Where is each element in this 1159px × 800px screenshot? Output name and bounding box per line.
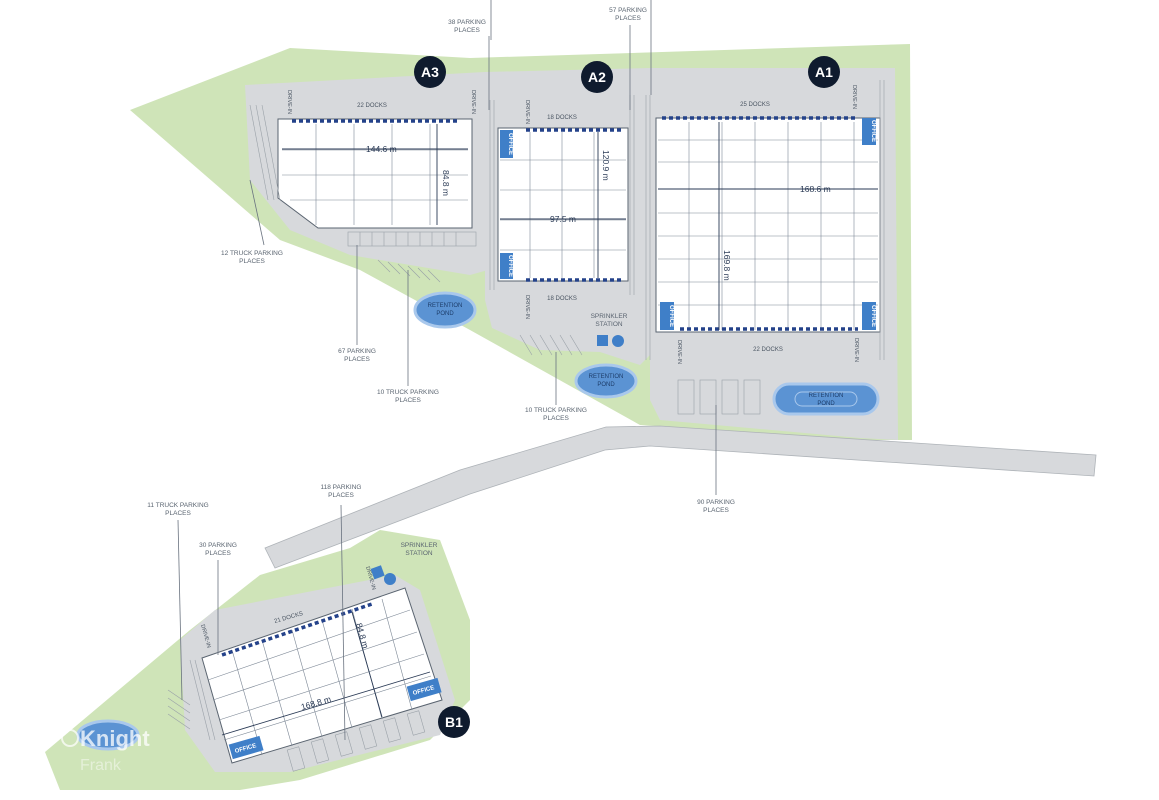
office-a1-sw-label: OFFICE [668, 305, 674, 327]
callout-11-truck: 11 TRUCK PARKING [147, 502, 208, 509]
callout-118-parking: 118 PARKING [321, 484, 362, 491]
docks-label-a2-north: 18 DOCKS [547, 115, 577, 121]
length-a1: 168.6 m [800, 184, 831, 194]
drive-in-a1-se: DRIVE-IN [853, 338, 859, 362]
office-a1-north [862, 118, 876, 145]
drive-in-a3-left: DRIVE-IN [286, 90, 292, 114]
building-b1: OFFICE OFFICE 21 DOCKS 168.8 m 84.8 m DR… [199, 566, 443, 764]
building-a1: OFFICE OFFICE OFFICE 25 DOCKS 22 DOCKS 1… [655, 85, 881, 364]
badge-b1: B1 [438, 706, 470, 738]
callout-90-parking-2: PLACES [703, 507, 729, 514]
main-access-road [264, 425, 1097, 569]
svg-text:RETENTION: RETENTION [809, 393, 844, 399]
svg-text:A2: A2 [588, 69, 606, 85]
callout-57-parking: 57 PARKING [609, 7, 647, 14]
width-a3: 84.8 m [441, 170, 451, 196]
badge-a3: A3 [414, 56, 446, 88]
drive-in-a1-sw: DRIVE-IN [676, 340, 682, 364]
office-a1-sw [660, 302, 674, 330]
callout-sprinkler-b: SPRINKLER [401, 542, 438, 549]
callout-67-parking: 67 PARKING [338, 348, 376, 355]
callout-38-parking-2: PLACES [454, 27, 480, 34]
callout-38-parking: 38 PARKING [448, 19, 486, 26]
callout-90-parking: 90 PARKING [697, 499, 735, 506]
office-b1-east-label: OFFICE [412, 685, 435, 697]
svg-text:POND: POND [817, 401, 835, 407]
svg-text:A3: A3 [421, 64, 439, 80]
callout-11-truck-2: PLACES [165, 510, 191, 517]
callout-sprinkler-a-2: STATION [595, 321, 623, 328]
callout-10-truck-a: 10 TRUCK PARKING [377, 389, 439, 396]
svg-text:Frank: Frank [80, 757, 122, 774]
callout-30-parking-2: PLACES [205, 550, 231, 557]
callout-sprinkler-a: SPRINKLER [591, 313, 628, 320]
office-a2-south [500, 253, 513, 279]
callout-sprinkler-b-2: STATION [405, 550, 433, 557]
callout-12-truck-2: PLACES [239, 258, 265, 265]
svg-text:A1: A1 [815, 64, 833, 80]
pond-central: RETENTION POND [574, 363, 638, 399]
svg-text:B1: B1 [445, 714, 463, 730]
callout-67-parking-2: PLACES [344, 356, 370, 363]
callout-57-parking-2: PLACES [615, 15, 641, 22]
badge-a2: A2 [581, 61, 613, 93]
drive-in-a1-north: DRIVE-IN [851, 85, 857, 109]
docks-label-a1-south: 22 DOCKS [753, 347, 783, 353]
docks-label-a1-north: 25 DOCKS [740, 102, 770, 108]
drive-in-a2-south: DRIVE-IN [524, 295, 530, 319]
parking-rows [167, 80, 885, 772]
svg-text:RETENTION: RETENTION [428, 303, 463, 309]
svg-text:POND: POND [597, 382, 615, 388]
office-b1-south [228, 735, 264, 760]
callout-12-truck: 12 TRUCK PARKING [221, 250, 283, 257]
office-a1-se-label: OFFICE [870, 305, 876, 327]
callout-10-truck-a-2: PLACES [395, 397, 421, 404]
building-a3: 22 DOCKS 144.6 m 84.8 m DRIVE-IN DRIVE-I… [277, 90, 476, 229]
docks-label-a2-south: 18 DOCKS [547, 296, 577, 302]
sprinkler-icon-b [370, 565, 396, 585]
sprinkler-icon-a [597, 335, 624, 347]
office-a1-se [862, 302, 876, 330]
pond-east: RETENTION POND [772, 382, 880, 416]
width-a1: 169.8 m [722, 250, 732, 281]
svg-text:RETENTION: RETENTION [589, 374, 624, 380]
length-a3: 144.6 m [366, 144, 397, 154]
length-a2: 97.5 m [550, 214, 576, 224]
docks-label-a3: 22 DOCKS [357, 103, 387, 109]
callout-30-parking: 30 PARKING [199, 542, 237, 549]
office-a2-south-label: OFFICE [507, 255, 513, 277]
office-a2-north [500, 130, 513, 158]
callout-10-truck-b: 10 TRUCK PARKING [525, 407, 587, 414]
badge-a1: A1 [808, 56, 840, 88]
svg-text:Knight: Knight [80, 726, 150, 751]
callout-leaders [177, 0, 717, 741]
drive-in-a2-north: DRIVE-IN [524, 100, 530, 124]
svg-text:POND: POND [436, 311, 454, 317]
office-a2-north-label: OFFICE [507, 133, 513, 155]
office-b1-south-label: OFFICE [234, 743, 257, 755]
building-a2: OFFICE OFFICE 18 DOCKS 18 DOCKS 97.5 m 1… [497, 100, 629, 319]
office-a1-north-label: OFFICE [870, 120, 876, 142]
callout-10-truck-b-2: PLACES [543, 415, 569, 422]
pond-west: RETENTION POND [413, 291, 477, 329]
docks-b1 [221, 602, 373, 657]
drive-in-a3-right: DRIVE-IN [470, 90, 476, 114]
callout-118-parking-2: PLACES [328, 492, 354, 499]
width-a2: 120.9 m [601, 150, 611, 181]
office-b1-east [406, 677, 442, 702]
knight-frank-watermark: Knight Frank [61, 726, 150, 774]
